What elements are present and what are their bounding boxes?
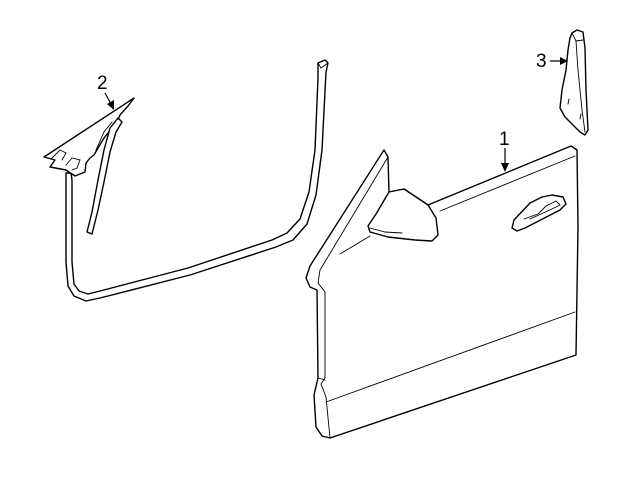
callout-number-1: 1: [499, 129, 510, 150]
frame-cover-part-3: [559, 29, 589, 136]
callout-leader-3: [550, 57, 568, 65]
door-weatherstrip: [65, 59, 329, 302]
mirror-trim-part-2: [43, 97, 135, 235]
callout-number-3: 3: [536, 51, 547, 72]
callout-number-2: 2: [97, 73, 108, 94]
door-shell-part-1: [305, 145, 579, 439]
callout-leader-1: [501, 148, 509, 172]
callout-leader-2: [104, 92, 114, 110]
